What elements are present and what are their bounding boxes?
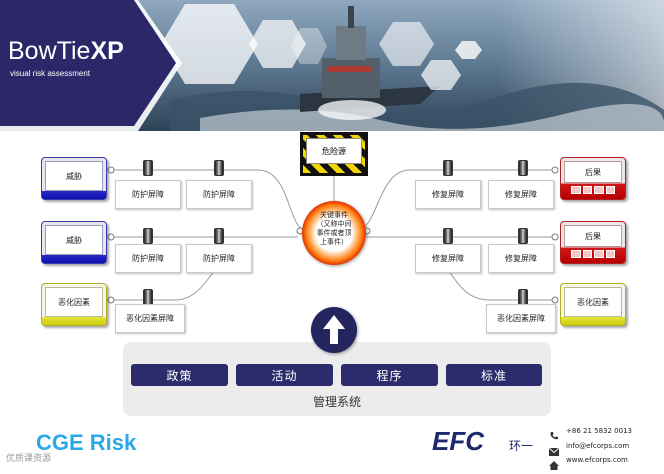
barrier-cylinder-icon — [143, 160, 153, 176]
recovery-barrier: 修复屏障 — [488, 180, 554, 209]
hazard-label: 危险源 — [306, 138, 362, 164]
management-system-label: 管理系统 — [123, 393, 551, 410]
prevention-barrier: 防护屏障 — [186, 180, 252, 209]
email-icon — [549, 441, 559, 449]
recovery-barrier: 修复屏障 — [415, 180, 481, 209]
threat-label: 威胁 — [45, 161, 103, 191]
top-event-line: 上事件） — [310, 238, 358, 247]
escalation-factor-barrier: 恶化因素屏障 — [486, 304, 556, 333]
consequence-label: 后果 — [564, 225, 622, 247]
prevention-barrier: 防护屏障 — [115, 244, 181, 273]
escalation-factor-label: 恶化因素 — [45, 287, 103, 317]
consequence-risk-cells — [571, 250, 615, 258]
barrier-cylinder-icon — [443, 228, 453, 244]
escalation-factor-box: 恶化因素 — [41, 283, 107, 326]
consequence-label: 后果 — [564, 161, 622, 183]
barrier-cylinder-icon — [143, 289, 153, 305]
cge-risk-logo: CGE Risk — [36, 430, 136, 456]
top-event-line: （又称中间 — [310, 220, 358, 229]
consequence-box: 后果 — [560, 157, 626, 200]
escalation-factor-label: 恶化因素 — [564, 287, 622, 317]
phone-icon — [549, 426, 559, 436]
threat-box: 威胁 — [41, 221, 107, 264]
management-item: 程序 — [341, 364, 438, 386]
threat-label: 威胁 — [45, 225, 103, 255]
top-event-circle: 关键事件 （又称中间 事件或者顶 上事件） — [302, 201, 366, 265]
management-item: 标准 — [446, 364, 542, 386]
efc-chinese-logo: 环一 — [509, 437, 533, 454]
home-icon — [549, 455, 559, 464]
recovery-barrier: 修复屏障 — [415, 244, 481, 273]
consequence-risk-cells — [571, 186, 615, 194]
barrier-cylinder-icon — [518, 289, 528, 305]
efc-logo: EFC — [432, 426, 484, 457]
escalation-factor-box: 恶化因素 — [560, 283, 626, 326]
barrier-cylinder-icon — [443, 160, 453, 176]
barrier-cylinder-icon — [518, 160, 528, 176]
threat-box: 威胁 — [41, 157, 107, 200]
consequence-box: 后果 — [560, 221, 626, 264]
prevention-barrier: 防护屏障 — [115, 180, 181, 209]
website-link[interactable]: www.efcorps.com — [566, 456, 628, 464]
barrier-cylinder-icon — [214, 160, 224, 176]
phone-number: +86 21 5832 0013 — [566, 427, 632, 435]
barrier-cylinder-icon — [143, 228, 153, 244]
management-item: 活动 — [236, 364, 333, 386]
escalation-factor-barrier: 恶化因素屏障 — [115, 304, 185, 333]
barrier-cylinder-icon — [214, 228, 224, 244]
hazard-box: 危险源 — [300, 132, 368, 176]
management-item: 政策 — [131, 364, 228, 386]
prevention-barrier: 防护屏障 — [186, 244, 252, 273]
top-event-line: 事件或者顶 — [310, 229, 358, 238]
top-event-line: 关键事件 — [310, 211, 358, 220]
top-event-label: 关键事件 （又称中间 事件或者顶 上事件） — [310, 211, 358, 247]
barrier-cylinder-icon — [518, 228, 528, 244]
watermark: 优质课资源 — [6, 451, 51, 464]
recovery-barrier: 修复屏障 — [488, 244, 554, 273]
email-link[interactable]: info@efcorps.com — [566, 442, 629, 450]
up-arrow-icon — [311, 307, 357, 353]
